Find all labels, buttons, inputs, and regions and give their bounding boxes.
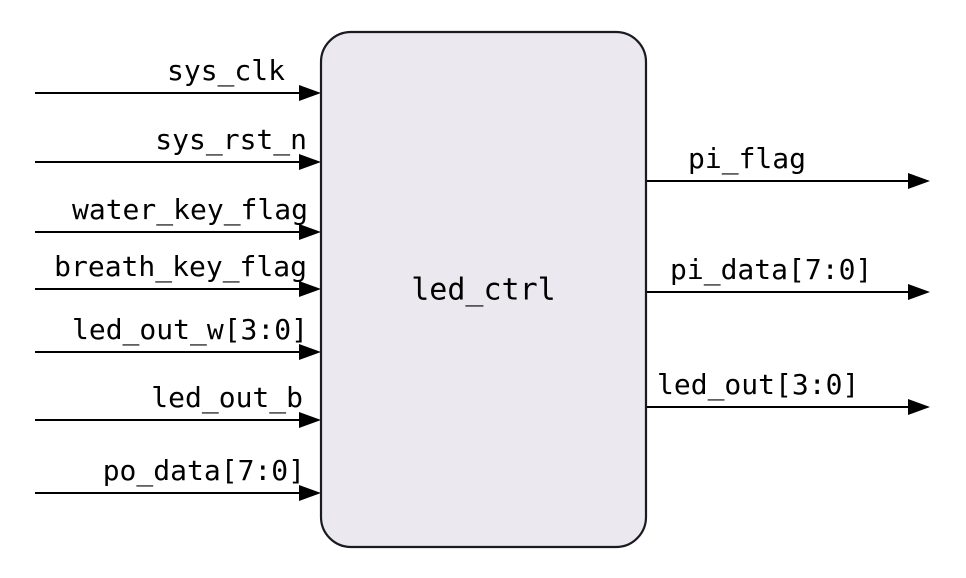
arrow-head-icon <box>299 281 321 297</box>
arrow-head-icon <box>908 173 930 189</box>
output-label-0: pi_flag <box>688 142 806 176</box>
input-label-5: led_out_b <box>151 381 303 415</box>
arrow-head-icon <box>299 224 321 240</box>
input-label-6: po_data[7:0] <box>103 454 305 488</box>
input-signal-led-out-b: led_out_b <box>35 381 321 428</box>
arrow-head-icon <box>908 399 930 415</box>
module-name-label: led_ctrl <box>411 273 556 308</box>
input-signal-sys-clk: sys_clk <box>35 54 321 101</box>
arrow-head-icon <box>299 85 321 101</box>
output-signal-pi-data-7-0: pi_data[7:0] <box>646 253 930 300</box>
arrow-head-icon <box>299 344 321 360</box>
input-signal-led-out-w-3-0: led_out_w[3:0] <box>35 313 321 360</box>
input-label-4: led_out_w[3:0] <box>72 313 308 347</box>
output-signal-led-out-3-0: led_out[3:0] <box>646 368 930 415</box>
arrow-head-icon <box>299 154 321 170</box>
arrow-head-icon <box>908 284 930 300</box>
output-signal-group: pi_flag pi_data[7:0] led_out[3:0] <box>646 142 930 415</box>
arrow-head-icon <box>299 412 321 428</box>
output-signal-pi-flag: pi_flag <box>646 142 930 189</box>
input-label-1: sys_rst_n <box>155 123 307 157</box>
input-signal-water-key-flag: water_key_flag <box>35 193 321 240</box>
input-label-3: breath_key_flag <box>54 250 307 284</box>
input-signal-po-data-7-0: po_data[7:0] <box>35 454 321 501</box>
input-signal-group: sys_clk sys_rst_n water_key_flag breath_key… <box>35 54 321 501</box>
module-block-led-ctrl <box>319 30 648 549</box>
output-label-2: led_out[3:0] <box>657 368 859 402</box>
output-label-1: pi_data[7:0] <box>670 253 872 287</box>
input-label-0: sys_clk <box>167 54 285 88</box>
input-signal-sys-rst-n: sys_rst_n <box>35 123 321 170</box>
arrow-head-icon <box>299 485 321 501</box>
input-signal-breath-key-flag: breath_key_flag <box>35 250 321 297</box>
input-label-2: water_key_flag <box>72 193 308 227</box>
